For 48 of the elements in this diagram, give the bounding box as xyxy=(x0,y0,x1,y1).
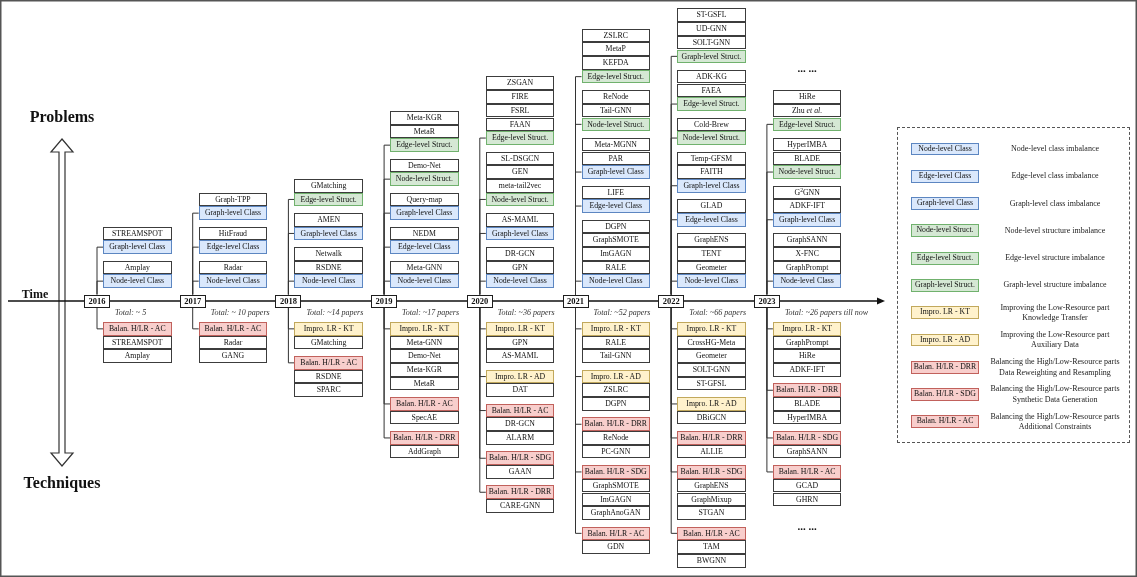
continuation-dots: ... ... xyxy=(797,62,817,74)
legend-text: Improving the Low-Resource part Knowledge Transfer xyxy=(999,302,1111,324)
connector-line xyxy=(192,280,200,295)
connector-line xyxy=(479,280,487,295)
year-box: 2021 xyxy=(562,294,589,308)
connector-line xyxy=(479,307,487,493)
legend-text: Node-level structure imbalance xyxy=(1003,225,1107,237)
connector-line xyxy=(192,307,200,330)
connector-line xyxy=(575,280,582,295)
legend-text: Node-level class imbalance xyxy=(1010,143,1100,155)
legend-text: Improving the Low-Resource part Auxiliary Data xyxy=(999,329,1111,351)
axis-label: Time xyxy=(21,288,49,300)
paper-count-note: Total: ~14 papers xyxy=(306,308,364,318)
axis-label: Techniques xyxy=(23,475,101,491)
connector-line xyxy=(96,307,104,330)
connector-line xyxy=(766,280,774,295)
connector-line xyxy=(96,280,104,295)
legend-text: Balancing the High/Low-Resource parts Data Reweighting and Resampling xyxy=(989,356,1121,378)
paper-count-note: Total: ~66 papers xyxy=(689,308,747,318)
connector-line xyxy=(383,280,391,295)
paper-count-note: Total: ~52 papers xyxy=(593,308,651,318)
connector-line xyxy=(670,307,678,534)
year-box: 2019 xyxy=(371,294,398,308)
legend-text: Graph-level structure imbalance xyxy=(1002,280,1108,291)
year-box: 2020 xyxy=(466,294,493,308)
year-box: 2018 xyxy=(275,294,302,308)
paper-count-note: Total: ~ 10 papers xyxy=(210,308,270,318)
legend-text: Edge-level structure imbalance xyxy=(1004,252,1106,264)
connector-line xyxy=(766,307,774,473)
paper-count-note: Total: ~17 papers xyxy=(402,308,460,318)
year-box: 2022 xyxy=(658,294,685,308)
connector-line xyxy=(670,280,678,295)
connector-line xyxy=(575,307,582,534)
paper-count-note: Total: ~26 papers till now xyxy=(784,308,869,318)
year-box: 2017 xyxy=(179,294,206,308)
legend-text: Edge-level class imbalance xyxy=(1010,171,1100,182)
legend-text: Graph-level class imbalance xyxy=(1008,198,1102,209)
year-box: 2023 xyxy=(753,294,780,308)
connector-line xyxy=(383,307,391,439)
legend-text: Balancing the High/Low-Resource parts Synthetic Data Generation xyxy=(989,383,1121,405)
paper-count-note: Total: ~36 papers xyxy=(497,308,555,318)
connector-line xyxy=(287,307,295,364)
axis-label: Problems xyxy=(29,109,95,125)
connector-line xyxy=(287,280,295,295)
year-box: 2016 xyxy=(84,294,110,308)
legend-text: Balancing the High/Low-Resource parts Additional Constraints xyxy=(989,411,1121,433)
paper-count-note: Total: ~ 5 xyxy=(115,308,147,318)
continuation-dots: ... ... xyxy=(797,520,817,532)
